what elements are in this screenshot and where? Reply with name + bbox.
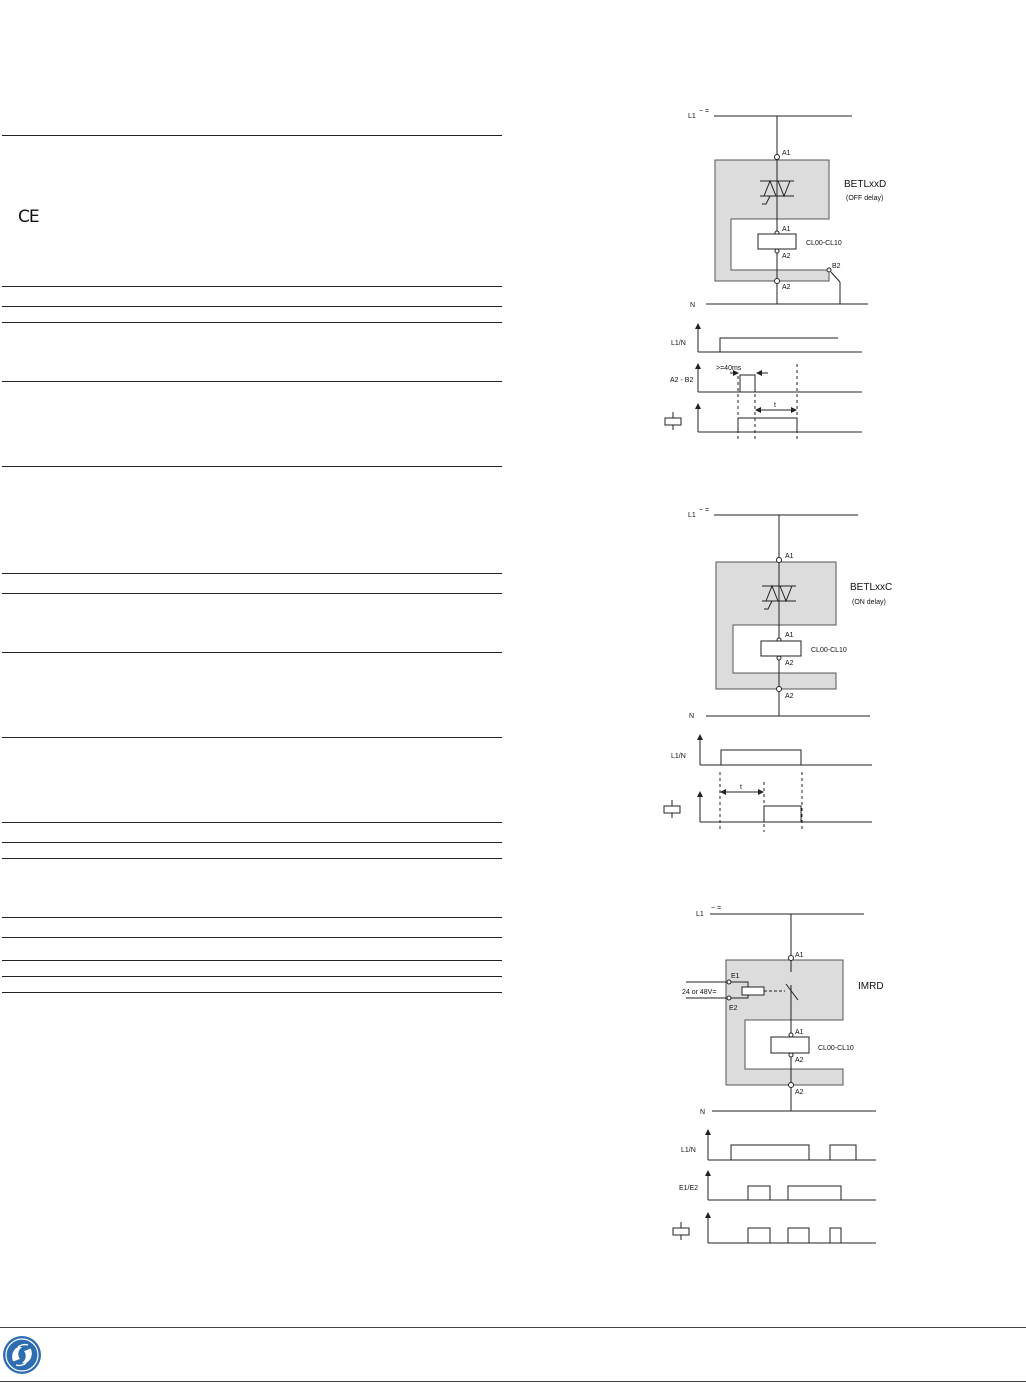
delay-label: t [774,402,776,409]
neutral-label: N [690,302,695,309]
supply-label: L1 [688,113,696,120]
diagram-betlxxd: L1 ~ = N A1 A1 CL00-CL10 A2 A2 B2 BETLxx… [664,108,886,440]
contactor-label: CL00-CL10 [818,1045,854,1052]
terminal-a1-inner: A1 [795,1029,804,1036]
terminal-a2-outer: A2 [782,284,791,291]
module-name: BETLxxC [850,582,892,593]
supply-label: L1 [696,911,704,918]
module-name: BETLxxD [844,179,886,190]
terminal-a1-outer: A1 [782,150,791,157]
terminal-a2-inner: A2 [782,253,791,260]
terminal-a2-outer: A2 [795,1089,804,1096]
module-mode: (ON delay) [852,599,886,606]
timing-row1-label: L1/N [671,340,686,347]
terminal-a1-inner: A1 [785,632,794,639]
ce-mark: CE [18,207,40,227]
supply-symbol: ~ = [699,108,709,115]
diagram-imrd: L1 ~ = N A1 E1 E2 24 or 48V= A1 CL00-CL1… [672,905,884,1244]
contactor-label: CL00-CL10 [811,647,847,654]
footer-rule-bottom [0,1381,1026,1382]
module-name: IMRD [858,981,884,992]
timing-chart-betlxxd: L1/N A2 - B2 >=40ms t [664,323,862,440]
supply-label: L1 [688,512,696,519]
terminal-a1-outer: A1 [785,553,794,560]
pulse-annotation: >=40ms [716,365,742,372]
terminal-a1-outer: A1 [795,952,804,959]
terminal-a1-inner: A1 [782,226,791,233]
contactor-label: CL00-CL10 [806,240,842,247]
neutral-label: N [689,713,694,720]
control-voltage: 24 or 48V= [682,989,716,996]
terminal-b2: B2 [832,263,841,270]
timing-row1-label: L1/N [671,753,686,760]
relay-coil-icon [663,800,681,818]
terminal-a2-inner: A2 [795,1057,804,1064]
timing-row1-label: L1/N [681,1147,696,1154]
neutral-label: N [700,1109,705,1116]
terminal-e2: E2 [729,1005,738,1012]
diagram-betlxxc: L1 ~ = N A1 A1 CL00-CL10 A2 A2 BETLxxC (… [663,507,892,832]
timing-chart-betlxxc: L1/N t [663,734,872,832]
footer-rule-top [0,1327,1026,1328]
timing-row2-label: A2 - B2 [670,377,693,384]
ge-logo-icon [3,1336,41,1374]
supply-symbol: ~ = [711,905,721,912]
terminal-e1: E1 [731,973,740,980]
timing-chart-imrd: L1/N E1/E2 [672,1129,876,1244]
relay-coil-icon [672,1222,690,1240]
terminal-a2-outer: A2 [785,693,794,700]
relay-coil-icon [664,412,682,430]
terminal-a2-inner: A2 [785,660,794,667]
timing-row2-label: E1/E2 [679,1185,698,1192]
delay-label: t [740,784,742,791]
module-mode: (OFF delay) [846,195,883,202]
supply-symbol: ~ = [699,507,709,514]
